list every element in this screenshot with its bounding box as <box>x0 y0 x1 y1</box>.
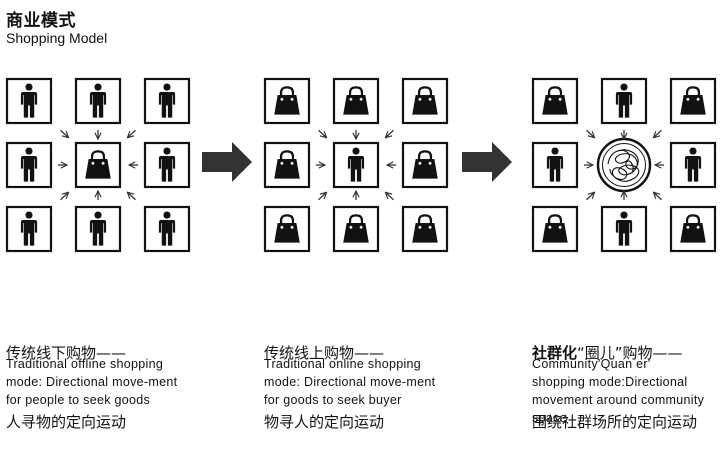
direction-arrow <box>385 129 394 137</box>
model-1-description: Traditional offline shopping mode: Direc… <box>6 357 178 407</box>
model-3-description: Community'Quan er' shopping mode:Directi… <box>532 357 705 425</box>
shopping-model-diagram <box>5 77 717 253</box>
direction-arrow <box>653 129 662 137</box>
model-3-heading: 社群化“圈儿”购物—— 围绕社群场所的定向运动 <box>532 344 698 431</box>
direction-arrow <box>318 129 327 137</box>
direction-arrow <box>586 192 595 201</box>
transition-arrow-2 <box>462 142 512 182</box>
model-1-heading: 传统线下购物—— 人寻物的定向运动 <box>6 344 127 431</box>
direction-arrow <box>318 192 327 201</box>
direction-arrow <box>60 192 69 201</box>
direction-arrow <box>385 192 394 201</box>
scribble-circle-icon <box>596 137 652 193</box>
direction-arrow <box>127 192 136 201</box>
model-2-heading: 传统线上购物—— 物寻人的定向运动 <box>264 344 385 431</box>
page-subtitle: Shopping Model <box>6 30 108 46</box>
page-title: 商业模式 <box>6 11 76 31</box>
transition-arrow-1 <box>202 142 252 182</box>
direction-arrow <box>60 129 69 137</box>
direction-arrow <box>653 192 662 201</box>
direction-arrow <box>127 129 136 137</box>
direction-arrow <box>586 129 595 137</box>
model-2-description: Traditional online shopping mode: Direct… <box>264 357 436 407</box>
